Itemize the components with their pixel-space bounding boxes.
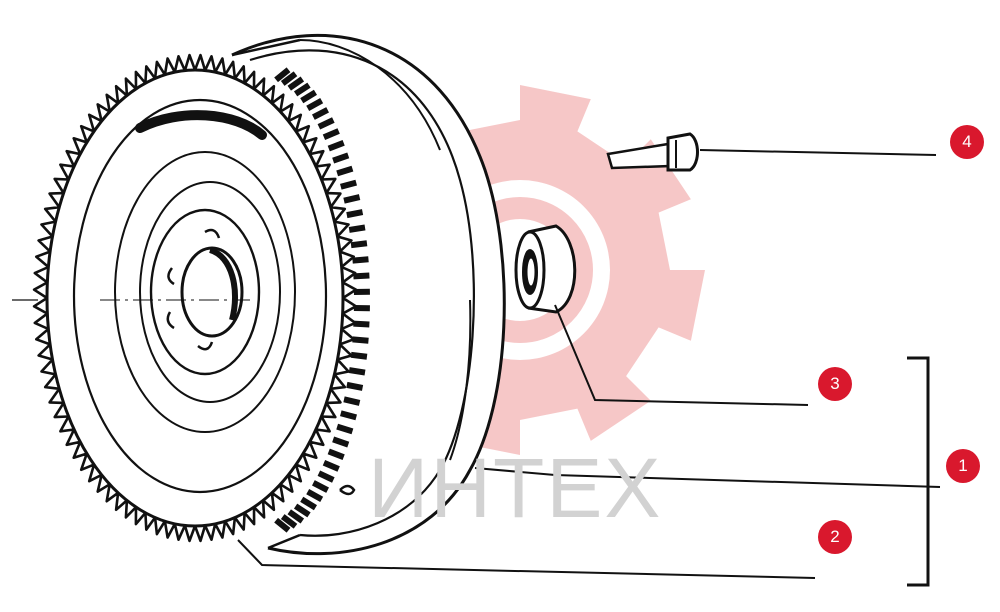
inner-tooth — [280, 514, 298, 529]
inner-tooth — [327, 448, 345, 460]
bolt-part — [606, 132, 699, 172]
inner-tooth — [353, 272, 370, 280]
inner-tooth — [346, 381, 364, 391]
inner-tooth — [322, 460, 340, 472]
callout-badge-1[interactable]: 1 — [946, 449, 980, 483]
inner-tooth — [336, 423, 354, 435]
inner-tooth — [306, 97, 324, 112]
inner-tooth — [343, 194, 361, 204]
inner-tooth — [348, 224, 366, 233]
inner-tooth — [312, 107, 329, 120]
inner-tooth — [353, 320, 370, 328]
inner-tooth — [306, 488, 324, 503]
inner-tooth — [332, 152, 350, 164]
inner-tooth — [293, 503, 311, 518]
inner-tooth — [287, 76, 305, 91]
inner-tooth — [346, 209, 364, 219]
callout-badge-2[interactable]: 2 — [818, 520, 852, 554]
leader-line-1 — [474, 467, 941, 488]
inner-tooth — [339, 179, 358, 190]
inner-tooth — [300, 496, 317, 511]
inner-tooth — [339, 410, 358, 421]
leader-line-4 — [699, 149, 937, 156]
inner-tooth — [332, 436, 350, 448]
leader-lines — [237, 149, 941, 587]
ring-gear-inner-teeth — [274, 67, 370, 533]
inner-tooth — [293, 82, 311, 97]
inner-tooth — [350, 240, 368, 249]
callout-badge-4[interactable]: 4 — [950, 125, 984, 159]
inner-tooth — [300, 89, 317, 104]
inner-tooth — [274, 517, 291, 533]
group-bracket — [907, 356, 930, 587]
inner-tooth — [353, 304, 370, 312]
inner-tooth — [343, 396, 361, 406]
callout-badge-3[interactable]: 3 — [818, 367, 852, 401]
flywheel-front-face — [45, 68, 345, 528]
inner-tooth — [327, 140, 345, 152]
inner-tooth — [317, 117, 335, 130]
inner-tooth — [317, 470, 335, 483]
inner-tooth — [322, 128, 340, 140]
inner-tooth — [352, 256, 369, 264]
housing-mark — [339, 484, 356, 496]
inner-tooth — [350, 351, 368, 360]
inner-tooth — [352, 336, 369, 344]
inner-tooth — [280, 71, 298, 86]
inner-tooth — [348, 367, 366, 376]
leader-line-3 — [554, 304, 809, 406]
inner-tooth — [353, 288, 370, 296]
inner-tooth — [287, 509, 305, 524]
inner-tooth — [274, 67, 291, 83]
inner-tooth — [336, 165, 354, 177]
leader-line-2 — [237, 539, 816, 579]
inner-tooth — [312, 480, 329, 493]
bushing-part — [514, 224, 577, 314]
